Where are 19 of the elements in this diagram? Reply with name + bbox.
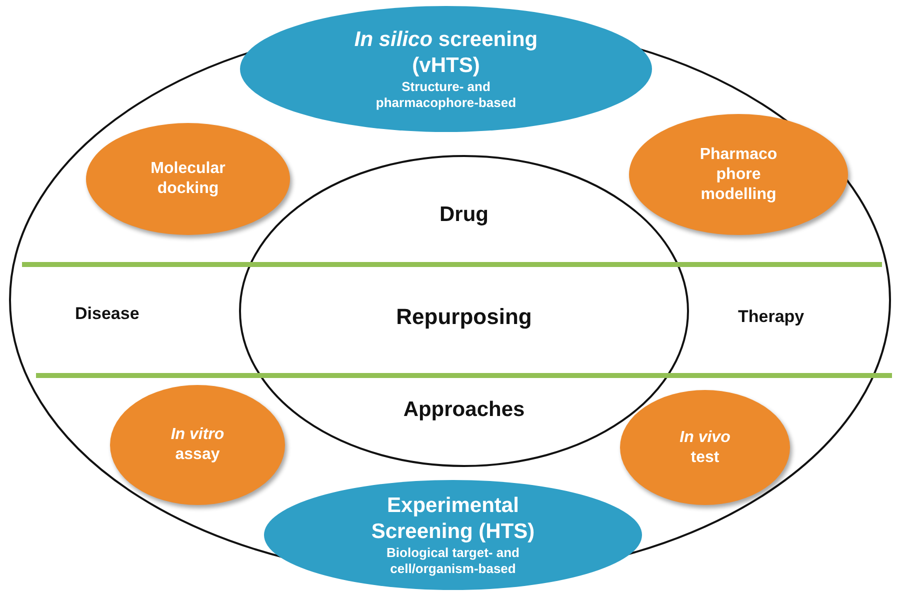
band-label: Disease bbox=[75, 304, 140, 324]
ellipse-node bbox=[264, 480, 642, 590]
circle-node bbox=[620, 390, 790, 505]
circle-node bbox=[110, 385, 285, 505]
circle-node bbox=[629, 114, 848, 235]
ellipse-node bbox=[240, 6, 652, 132]
node-title: In silico screening (vHTS) bbox=[353, 26, 539, 79]
band-label: Therapy bbox=[738, 307, 804, 327]
node-subtitle: Biological target- and cell/organism-based bbox=[386, 545, 520, 578]
node-subtitle: Structure- and pharmacophore-based bbox=[374, 79, 518, 112]
node-title: In vivo test bbox=[678, 428, 732, 468]
center-text: Approaches bbox=[403, 397, 525, 423]
node-title: Pharmaco phore modelling bbox=[698, 144, 778, 204]
node-title: Experimental Screening (HTS) bbox=[370, 492, 536, 545]
center-text: Drug bbox=[440, 202, 488, 228]
circle-node bbox=[86, 123, 290, 235]
node-title: In vitro assay bbox=[170, 425, 226, 465]
node-title: Molecular docking bbox=[150, 159, 226, 199]
center-text: Repurposing bbox=[396, 303, 532, 330]
